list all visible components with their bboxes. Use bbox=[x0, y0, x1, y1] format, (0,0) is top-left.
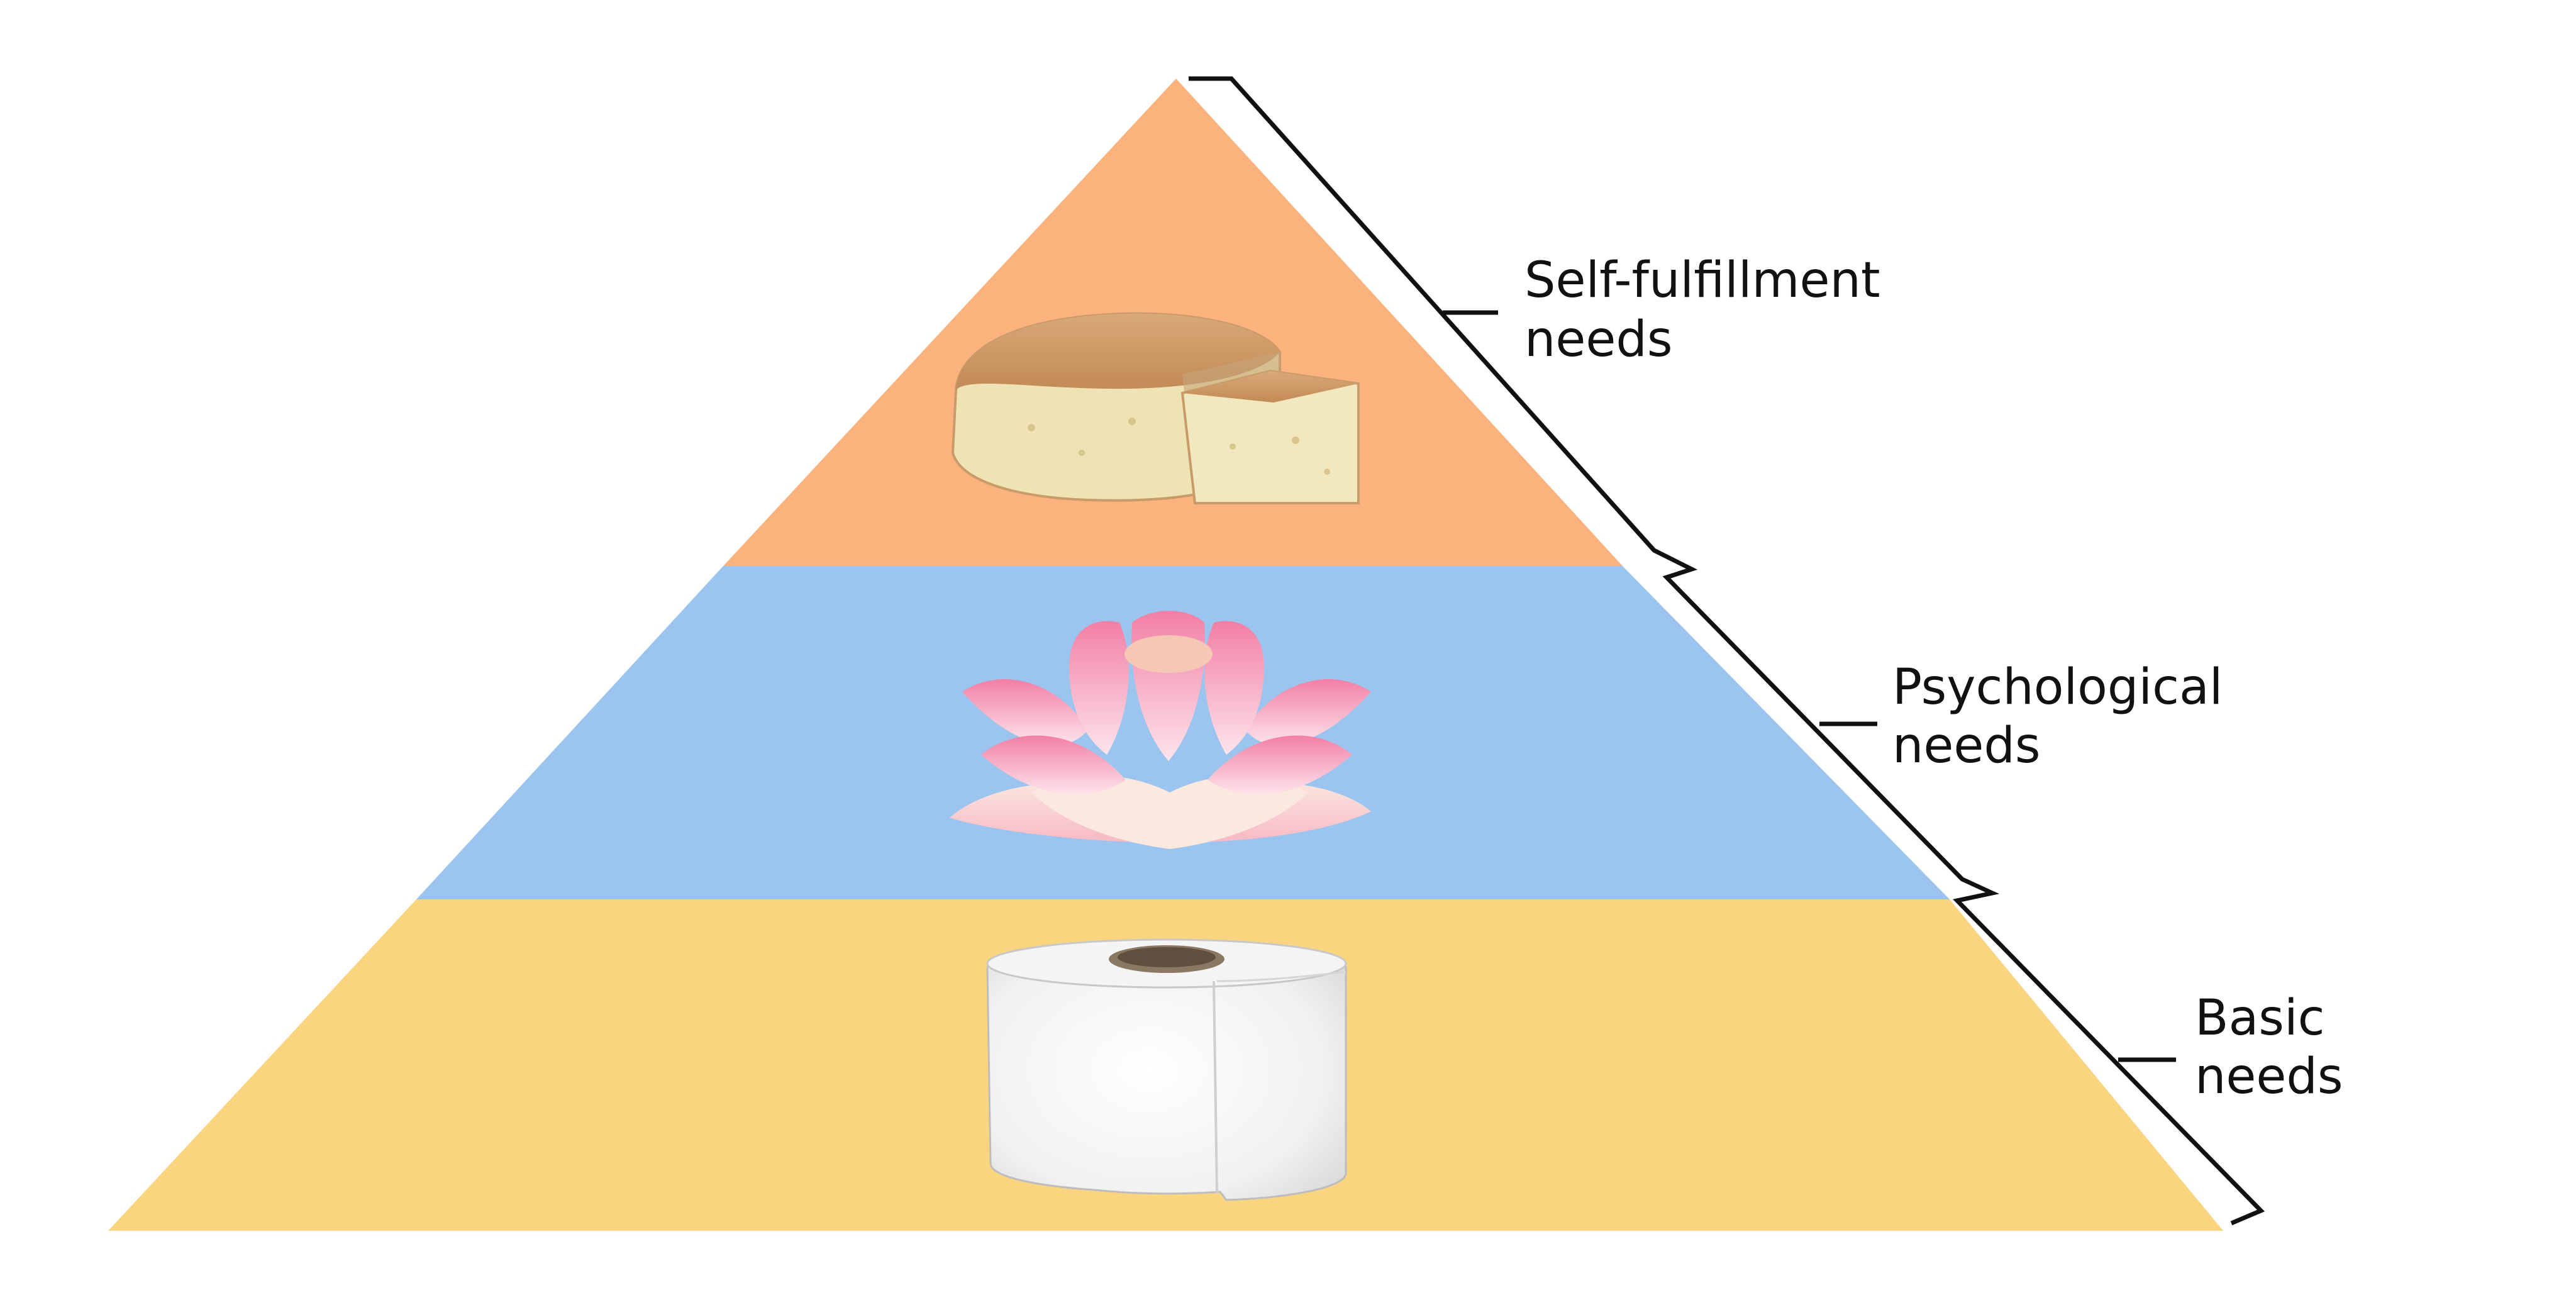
tier-bottom-label-line-1: Basic bbox=[2195, 990, 2325, 1047]
cheese-wheel-icon bbox=[951, 312, 1360, 504]
tier-top-label-line-1: Self-fulfillment bbox=[1524, 252, 1880, 309]
tier-bottom-label-line-2: needs bbox=[2195, 1048, 2343, 1105]
tier-middle-label-line-1: Psychological bbox=[1892, 659, 2223, 716]
tier-middle-label-line-2: needs bbox=[1892, 718, 2041, 774]
toilet-paper-roll-icon bbox=[986, 938, 1347, 1201]
tier-top-label-line-2: needs bbox=[1524, 311, 1673, 368]
lotus-flower-icon bbox=[950, 611, 1371, 849]
